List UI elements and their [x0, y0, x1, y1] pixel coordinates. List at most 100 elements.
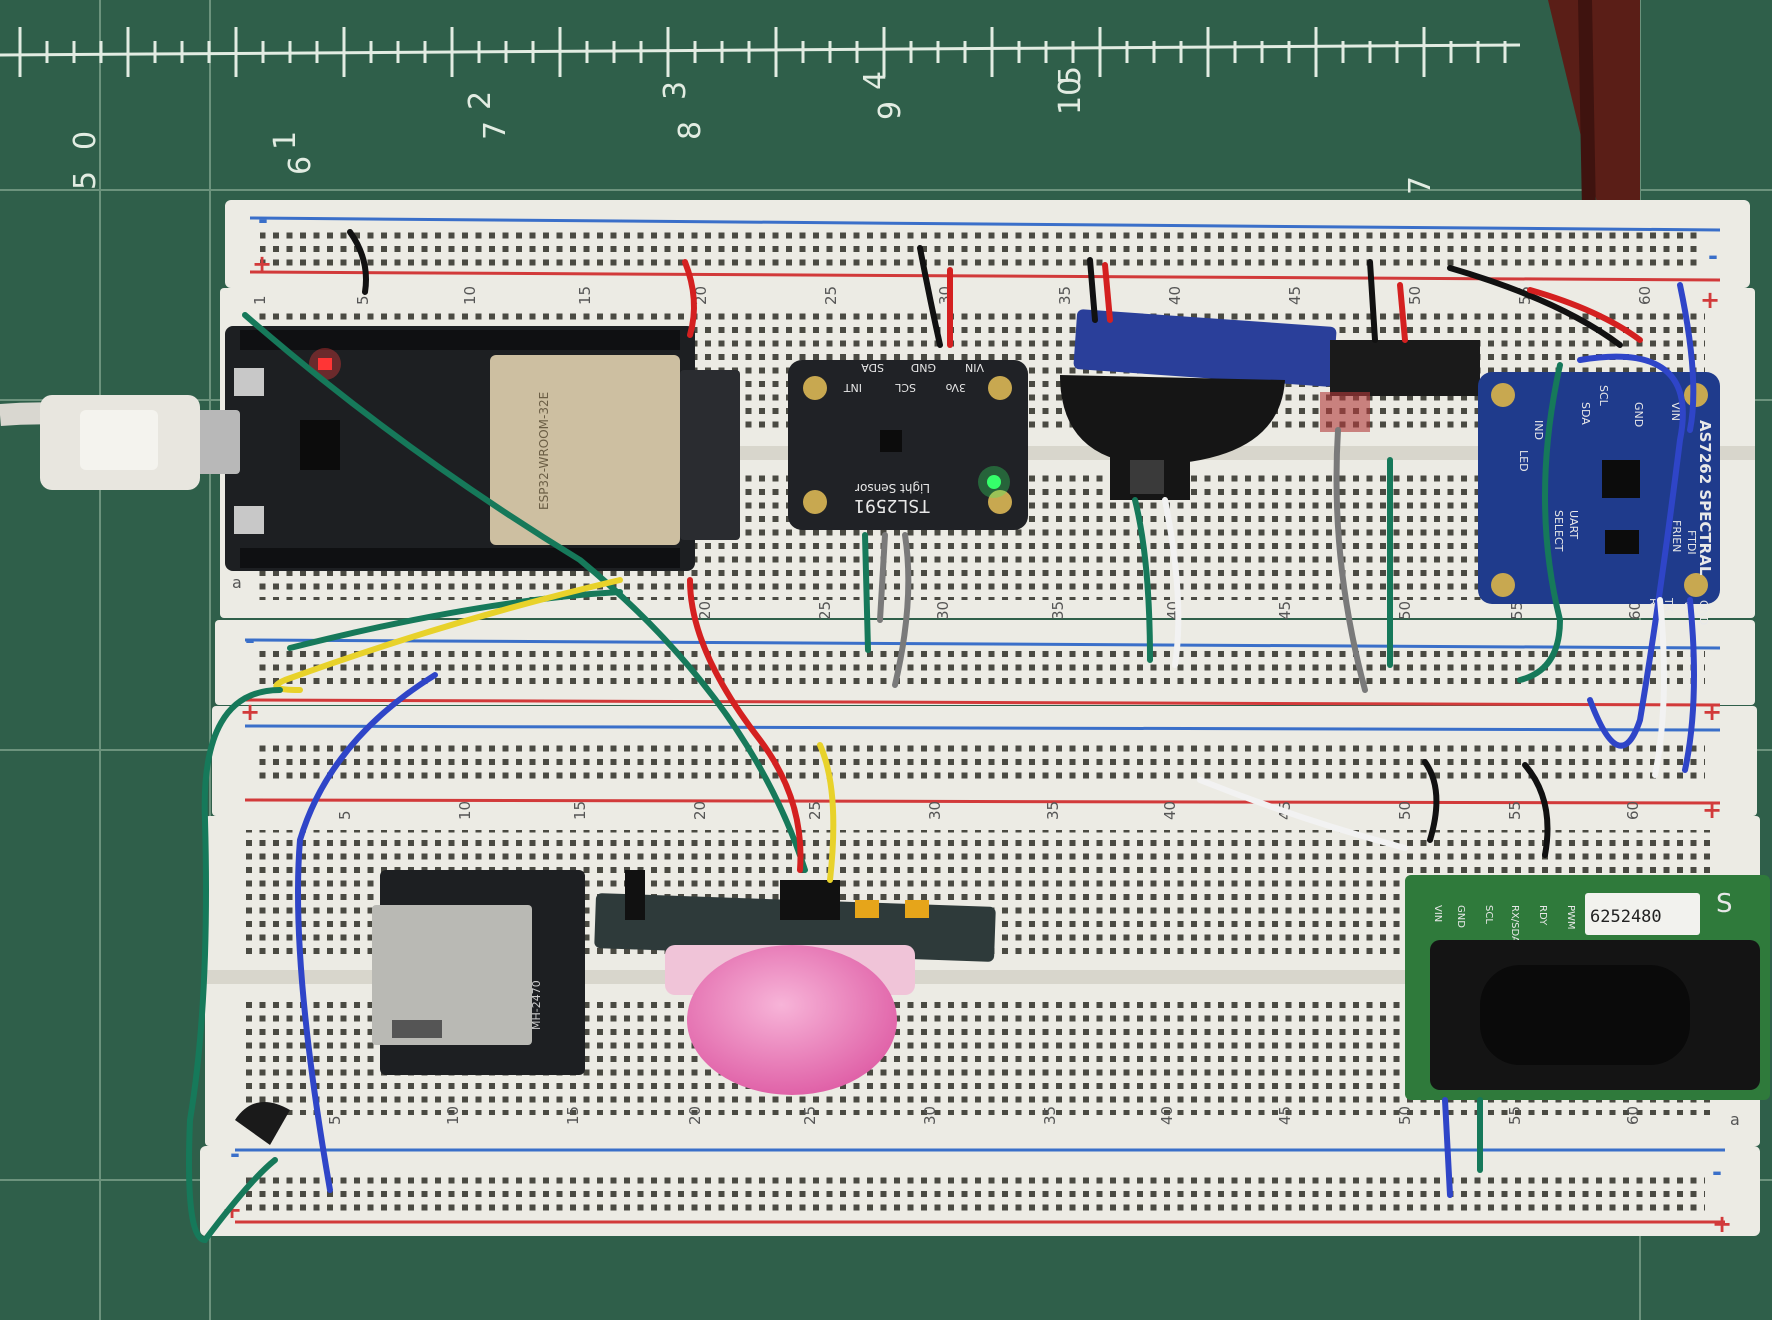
aux-chip [1605, 530, 1639, 554]
column-number: 45 [1286, 286, 1304, 305]
ruler-number: 5 [68, 171, 103, 190]
column-number: 5 [326, 1115, 344, 1125]
mount-hole [988, 490, 1012, 514]
wire-red [682, 259, 697, 338]
column-number: 55 [1506, 801, 1524, 820]
pin-label-sda: SDA [861, 361, 884, 374]
wire-blue [1677, 282, 1697, 433]
spectral-label-gnd: GND [1632, 402, 1645, 427]
column-number: 20 [686, 1106, 704, 1125]
spectral-label-uart: UART [1567, 510, 1580, 539]
mat-ruler-tick-group [18, 27, 1507, 77]
rail-minus-label: - [245, 626, 255, 654]
rail-plus-label: + [1702, 698, 1722, 726]
rail-plus-label: + [1702, 796, 1722, 824]
column-number: 25 [801, 1106, 819, 1125]
spectral-label-sda: SDA [1579, 402, 1592, 425]
green-power-led [987, 475, 1001, 489]
holes-mid-rail-2 [255, 740, 1705, 780]
wire-red [1527, 287, 1643, 343]
column-number: 50 [1396, 601, 1414, 620]
coin-cell-holder [1060, 309, 1337, 500]
holes-top-rail [260, 226, 1700, 266]
column-number: 20 [696, 601, 714, 620]
wire-gray [1333, 427, 1368, 693]
ruler-number: 9 [873, 101, 908, 120]
ruler-number: 10 [1053, 77, 1088, 115]
mount-hole [803, 376, 827, 400]
column-number: 10 [461, 286, 479, 305]
wroom-label: ESP32-WROOM-32E [537, 392, 551, 510]
wire-white [1197, 777, 1408, 851]
column-number: 20 [691, 801, 709, 820]
ruler-number: 4 [858, 71, 893, 90]
temperature-transistor [235, 1102, 290, 1145]
rail-lines [235, 216, 1725, 1224]
mp3-sd-module: MH-2470 [372, 870, 585, 1075]
wire-white [1162, 497, 1182, 668]
column-number: 35 [1044, 801, 1062, 820]
wire-gray [877, 532, 888, 623]
pir-pot [905, 900, 929, 918]
ruler-number: 2 [463, 91, 498, 110]
tsl2591-light-sensor: INT SDA SCL GND 3Vo VIN TSL2591 Light Se… [788, 360, 1028, 530]
column-number: 50 [1396, 1106, 1414, 1125]
spectral-label-tx: TX [1662, 597, 1675, 613]
mount-hole [1491, 383, 1515, 407]
wire-white [1652, 597, 1667, 778]
ruler-number: 7 [478, 121, 513, 140]
spectral-label-select: SELECT [1552, 510, 1565, 552]
sd-slot-inner [392, 1020, 442, 1038]
wire-blue [1682, 597, 1697, 773]
wire-black [917, 245, 943, 348]
column-number: 60 [1636, 286, 1654, 305]
ruler-number: 3 [658, 81, 693, 100]
co2-sticker [1585, 893, 1700, 935]
column-number: 5 [336, 810, 354, 820]
column-number: 25 [806, 801, 824, 820]
holes-bottom-rail [245, 1175, 1705, 1215]
wire-black [1447, 265, 1623, 348]
wire-black [1367, 259, 1378, 343]
ruler-number: 7 [1403, 176, 1438, 195]
row-letter-a: a [232, 573, 242, 592]
column-number: 55 [1506, 1106, 1524, 1125]
holes-mid-rail-1 [255, 645, 1705, 685]
co2-pin-rdy: RDY [1537, 905, 1548, 926]
red-power-led [318, 358, 332, 370]
esp32-header-bottom [240, 548, 680, 568]
wire-black [347, 229, 369, 295]
wire-red [1397, 282, 1408, 343]
mat-ruler-ticks [0, 43, 1521, 57]
pin-label-vin: VIN [965, 361, 984, 374]
row-letter-a: a [1730, 1110, 1740, 1129]
sensor-subtitle: Light Sensor [855, 481, 930, 495]
sensor-chip [880, 430, 902, 452]
temperature-sensor-block [1320, 340, 1480, 432]
co2-pin-scl: SCL [1483, 905, 1494, 924]
usb-cable [0, 395, 200, 490]
ruler-number: 8 [673, 121, 708, 140]
wire-black [1522, 762, 1551, 858]
column-number: 60 [1624, 801, 1642, 820]
column-number: 30 [921, 1106, 939, 1125]
spectral-chip [1602, 460, 1640, 498]
sensor-name: TSL2591 [854, 495, 930, 516]
column-number: 15 [571, 801, 589, 820]
wire-green [1517, 362, 1564, 683]
wire-green [186, 687, 283, 1244]
green-led-glow [978, 466, 1010, 498]
column-number: 45 [1276, 1106, 1294, 1125]
wire-green [242, 312, 808, 873]
spectral-label-led: LED [1517, 450, 1530, 472]
pin-label-int: INT [844, 381, 862, 394]
column-number: 50 [1396, 801, 1414, 820]
as7262-spectral-sensor: AS7262 SPECTRAL LED IND GND VIN SDA SCL … [1478, 372, 1720, 625]
wire-gray [892, 532, 912, 688]
column-number: 15 [564, 1106, 582, 1125]
wire-green [1132, 497, 1153, 663]
rail-plus-label: + [240, 698, 260, 726]
